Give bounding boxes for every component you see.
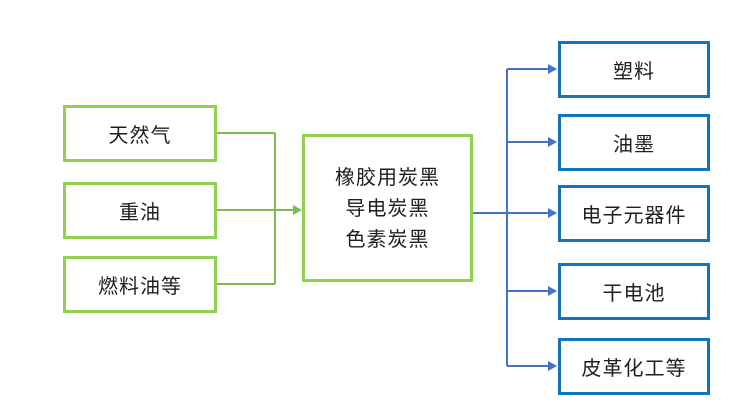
product-box-plastic: 塑料 (558, 41, 710, 98)
product-box-ink: 油墨 (558, 114, 710, 171)
source-box-natural-gas: 天然气 (63, 105, 217, 162)
blue-arrowhead-electronics-icon (548, 208, 557, 218)
source-box-fuel-oil: 燃料油等 (63, 256, 217, 313)
source-box-heavy-oil: 重油 (63, 182, 217, 239)
product-box-dry-battery: 干电池 (558, 263, 710, 320)
product-label-leather-chemicals: 皮革化工等 (581, 356, 687, 380)
green-arrowhead-icon (293, 205, 302, 215)
process-line-pigment-carbon-black: 色素炭黑 (345, 226, 430, 251)
blue-arrowhead-leather-icon (548, 361, 557, 371)
process-box-carbon-black: 橡胶用炭黑 导电炭黑 色素炭黑 (302, 134, 473, 282)
source-label-natural-gas: 天然气 (108, 123, 172, 147)
product-label-plastic: 塑料 (613, 59, 655, 83)
process-line-rubber-carbon-black: 橡胶用炭黑 (335, 164, 440, 189)
product-box-leather-chemicals: 皮革化工等 (558, 338, 710, 395)
process-line-conductive-carbon-black: 导电炭黑 (345, 195, 430, 220)
product-box-electronics: 电子元器件 (558, 185, 710, 242)
blue-arrowhead-plastic-icon (548, 64, 557, 74)
source-label-fuel-oil: 燃料油等 (98, 274, 182, 298)
blue-arrowhead-ink-icon (548, 137, 557, 147)
product-label-electronics: 电子元器件 (581, 203, 687, 227)
product-label-dry-battery: 干电池 (602, 281, 666, 305)
product-label-ink: 油墨 (613, 132, 655, 156)
blue-arrowhead-dry-battery-icon (548, 286, 557, 296)
source-label-heavy-oil: 重油 (119, 200, 161, 224)
